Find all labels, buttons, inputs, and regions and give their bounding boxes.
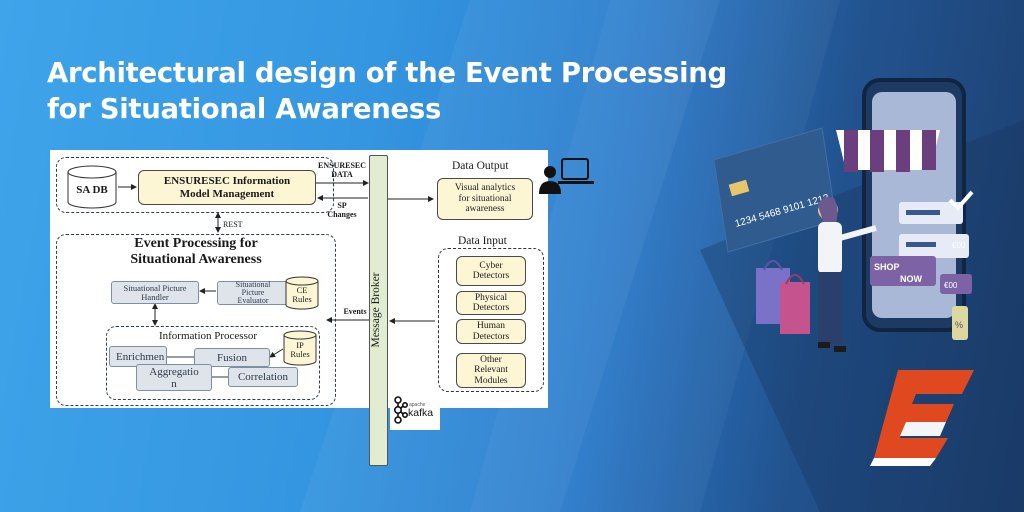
info-model-line-1: ENSURESEC Information xyxy=(163,174,291,187)
data-input-title: Data Input xyxy=(458,235,507,247)
info-model-management-box: ENSURESEC Information Model Management xyxy=(138,170,316,205)
physical-detectors-box: Physical Detectors xyxy=(456,291,526,315)
ce-rules-db-icon xyxy=(285,276,319,310)
cyber-detectors-box: Cyber Detectors xyxy=(456,256,526,286)
message-broker-label: Message Broker xyxy=(370,272,382,348)
kafka-small-label: apache xyxy=(409,402,426,408)
top-group xyxy=(56,157,334,213)
sa-db-label: SA DB xyxy=(76,184,108,196)
human-line-1: Human xyxy=(477,321,505,331)
ce-rules-label: CE Rules xyxy=(285,286,319,304)
ip-rules-label: IP Rules xyxy=(283,341,317,359)
other-modules-box: Other Relevant Modules xyxy=(456,353,526,388)
event-processing-line-2: Situational Awareness xyxy=(130,252,262,267)
awning xyxy=(836,130,940,170)
sp-changes-line-2: Changes xyxy=(327,210,357,219)
fusion-box: Fusion xyxy=(194,348,270,367)
discount-tag xyxy=(952,306,968,340)
info-model-line-2: Model Management xyxy=(179,187,275,200)
sp-changes-line-1: SP xyxy=(337,201,347,210)
ensuresec-data-line-2: DATA xyxy=(331,170,353,179)
cyber-line-2: Detectors xyxy=(472,271,510,281)
sp-changes-label: SP Changes xyxy=(322,201,362,219)
ce-rules-line-2: Rules xyxy=(292,294,312,304)
visual-analytics-line-3: awareness xyxy=(465,204,505,215)
shopping-illustration: 1234 5468 9101 1213 €00 SHOP NOW €00 % xyxy=(713,78,974,352)
ip-rules-line-1: IP xyxy=(296,340,304,350)
price-label-1: €00 xyxy=(952,241,966,250)
sp-evaluator-line-1: Situational xyxy=(235,280,271,289)
physical-line-1: Physical xyxy=(474,292,508,303)
visual-analytics-line-2: for situational xyxy=(458,193,512,204)
aggregation-line-1: Aggregatio xyxy=(149,365,199,378)
aggregation-line-2: n xyxy=(171,377,177,390)
page-title: Architectural design of the Event Proces… xyxy=(47,55,767,127)
sp-evaluator-line-2: Picture xyxy=(241,288,265,297)
ip-rules-db-icon xyxy=(283,330,317,366)
event-processing-group xyxy=(56,234,336,406)
kafka-label: kafka xyxy=(408,407,434,419)
check-icon xyxy=(948,190,974,211)
events-label: Events xyxy=(343,307,367,316)
ce-rules-cylinder: CE Rules xyxy=(285,276,319,310)
data-output-title: Data Output xyxy=(452,160,509,172)
information-processor-group xyxy=(106,326,320,400)
shopping-bag-pink xyxy=(780,282,810,334)
sp-evaluator-box: Situational Picture Evaluator xyxy=(217,281,289,305)
database-icon xyxy=(67,165,117,209)
human-line-2: Detectors xyxy=(472,331,510,342)
human-detectors-box: Human Detectors xyxy=(456,319,526,344)
shop-now-button xyxy=(870,256,936,286)
information-processor-title: Information Processor xyxy=(158,330,258,342)
aggregation-box: Aggregatio n xyxy=(136,364,212,391)
ce-rules-line-1: CE xyxy=(296,285,308,295)
ip-rules-cylinder: IP Rules xyxy=(283,330,317,366)
correlation-box: Correlation xyxy=(228,367,298,387)
event-processing-title: Event Processing for Situational Awarene… xyxy=(96,236,296,268)
sa-db-cylinder: SA DB xyxy=(67,165,117,209)
ensuresec-data-line-1: ENSURESEC xyxy=(318,161,367,170)
other-line-1: Other xyxy=(480,354,502,365)
sp-evaluator-line-3: Evaluator xyxy=(237,296,269,305)
shop-now-line-1: SHOP xyxy=(874,262,900,272)
title-line-1: Architectural design of the Event Proces… xyxy=(47,57,727,89)
discount-tag-label: % xyxy=(955,320,963,330)
shop-now-line-2: NOW xyxy=(900,274,923,284)
physical-line-2: Detectors xyxy=(472,303,510,313)
cyber-line-1: Cyber xyxy=(479,260,503,271)
ensuresec-data-label: ENSURESEC DATA xyxy=(318,161,366,179)
title-line-2: for Situational Awareness xyxy=(47,93,442,125)
event-processing-line-1: Event Processing for xyxy=(134,236,258,251)
message-broker-bar xyxy=(369,155,388,466)
visual-analytics-line-1: Visual analytics xyxy=(454,183,516,194)
sp-handler-line-1: Situational Picture xyxy=(123,282,187,293)
kafka-icon xyxy=(393,396,408,424)
ensuresec-logo xyxy=(870,370,974,466)
ip-rules-line-2: Rules xyxy=(290,349,310,359)
sp-handler-line-2: Handler xyxy=(141,291,169,302)
price-label-2: €00 xyxy=(944,281,958,290)
user-laptop-icon xyxy=(539,158,594,194)
rest-label: REST xyxy=(223,220,243,229)
kafka-logo: apache kafka xyxy=(390,389,440,430)
visual-analytics-box: Visual analytics for situational awarene… xyxy=(437,178,533,220)
other-line-3: Modules xyxy=(474,375,508,386)
other-line-2: Relevant xyxy=(474,365,508,376)
sp-handler-box: Situational Picture Handler xyxy=(111,281,199,304)
